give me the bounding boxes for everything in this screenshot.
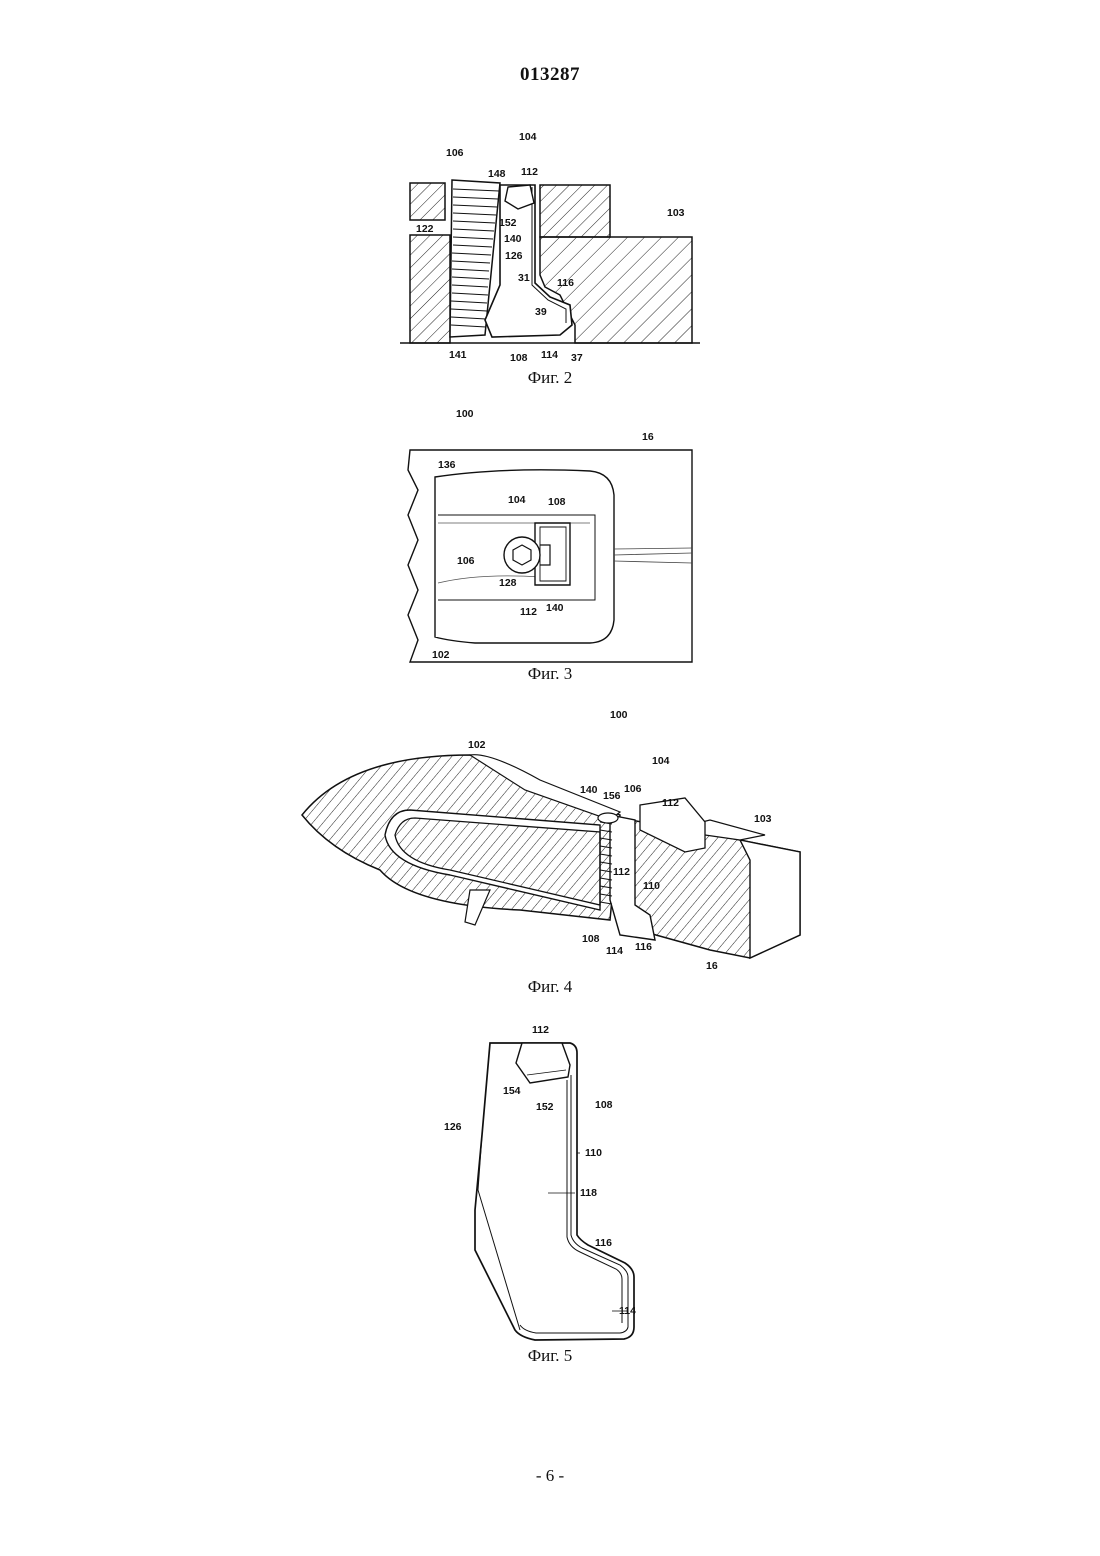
label-108: 108	[548, 496, 566, 508]
label-122: 122	[416, 223, 434, 235]
label-140: 140	[546, 602, 564, 614]
label-16: 16	[706, 960, 718, 972]
label-108: 108	[510, 352, 528, 364]
figure-2-caption: Фиг. 2	[0, 368, 1100, 388]
label-116: 116	[557, 277, 574, 289]
label-112: 112	[532, 1024, 549, 1036]
label-140: 140	[580, 784, 598, 796]
label-112: 112	[520, 606, 537, 618]
figure-5-drawing: 112 154 152 108 126 110 118 116 114	[430, 1015, 680, 1345]
label-39: 39	[535, 306, 547, 318]
label-118: 118	[580, 1187, 597, 1199]
label-104: 104	[508, 494, 526, 506]
label-106: 106	[624, 783, 642, 795]
label-154: 154	[503, 1085, 521, 1097]
label-112: 112	[662, 797, 679, 809]
label-152: 152	[536, 1101, 554, 1113]
label-102: 102	[468, 739, 486, 751]
label-100: 100	[610, 709, 628, 721]
label-141: 141	[449, 349, 467, 361]
label-100: 100	[456, 408, 474, 420]
label-108: 108	[595, 1099, 613, 1111]
page-number: - 6 -	[0, 1466, 1100, 1486]
label-140: 140	[504, 233, 522, 245]
label-114: 114	[541, 349, 558, 361]
label-152: 152	[499, 217, 517, 229]
label-104: 104	[652, 755, 670, 767]
figure-4-drawing: 100 102 104 140 156 106 112 103 112 110 …	[290, 700, 810, 985]
label-104: 104	[519, 131, 537, 143]
label-16: 16	[642, 431, 654, 443]
label-102: 102	[432, 649, 450, 661]
label-103: 103	[754, 813, 772, 825]
label-112b: 112	[613, 866, 630, 878]
label-31: 31	[518, 272, 530, 284]
label-126: 126	[505, 250, 523, 262]
label-114: 114	[606, 945, 623, 957]
label-106: 106	[446, 147, 464, 159]
figure-3-drawing: 100 16 136 104 108 106 128 112 140 102	[400, 405, 710, 670]
label-116: 116	[595, 1237, 612, 1249]
label-116: 116	[635, 941, 652, 953]
figure-2-drawing: 104 106 148 112 152 140 103 122 126 31 1…	[400, 125, 710, 375]
label-156: 156	[603, 790, 621, 802]
label-114: 114	[619, 1305, 636, 1317]
label-108: 108	[582, 933, 600, 945]
label-126: 126	[444, 1121, 462, 1133]
label-110: 110	[585, 1147, 602, 1159]
label-103: 103	[667, 207, 685, 219]
label-148: 148	[488, 168, 506, 180]
label-128: 128	[499, 577, 517, 589]
document-number: 013287	[0, 64, 1100, 86]
figure-4-caption: Фиг. 4	[0, 977, 1100, 997]
label-106: 106	[457, 555, 475, 567]
label-110: 110	[643, 880, 660, 892]
figure-5-caption: Фиг. 5	[0, 1346, 1100, 1366]
figure-3-caption: Фиг. 3	[0, 664, 1100, 684]
label-112: 112	[521, 166, 538, 178]
label-136: 136	[438, 459, 456, 471]
label-37: 37	[571, 352, 583, 364]
